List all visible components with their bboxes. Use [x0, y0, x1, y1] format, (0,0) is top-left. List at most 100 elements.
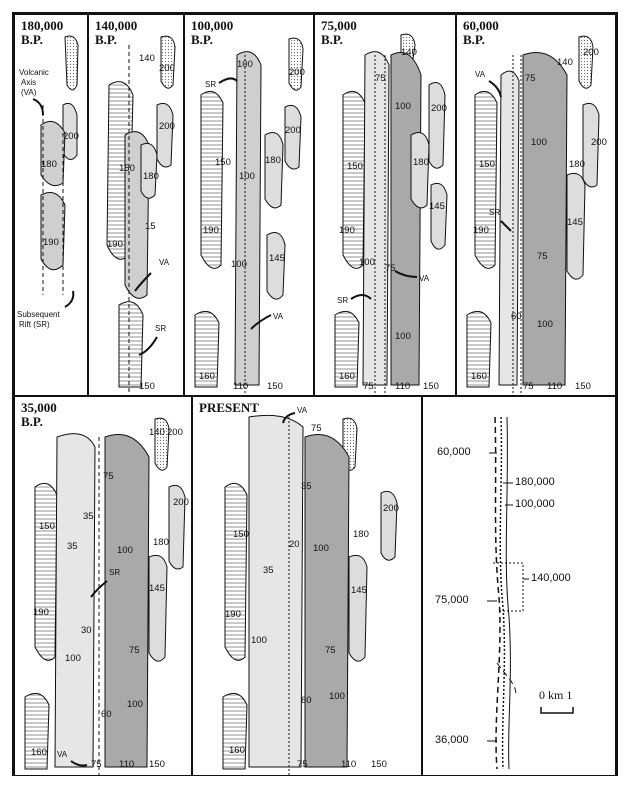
panel-diagram: 140 200 75 35 200 150 35 100 180 145 190…	[24, 417, 189, 775]
trace-label: 100,000	[515, 498, 555, 510]
scale-bar	[540, 707, 574, 714]
block-label: 100	[537, 319, 553, 330]
arrow-icon	[250, 314, 272, 330]
block-label: 75	[103, 471, 114, 482]
block-label: 75	[325, 645, 336, 656]
block-label: 150	[423, 381, 439, 392]
block-label: 200	[583, 47, 599, 58]
block-label: 75	[525, 73, 536, 84]
block-label: 145	[269, 253, 285, 264]
block-label: 100	[251, 635, 267, 646]
block-label: 35	[67, 541, 78, 552]
annotation-sr: SR	[155, 324, 166, 333]
block-label: 200	[431, 103, 447, 114]
rift-traces: 60,000 180,000 100,000 140,000 75,000 36…	[435, 416, 574, 770]
block-label: 200	[159, 63, 175, 74]
arrow-icon	[134, 272, 152, 292]
panel-diagram: 100 200 200 150 180 100 190 145 100 160 …	[194, 37, 305, 395]
block-label: 100	[239, 171, 255, 182]
block-label: 150	[139, 381, 155, 392]
arrow-icon	[282, 412, 296, 424]
arrow-icon	[500, 220, 512, 232]
block-label: 150	[39, 521, 55, 532]
block-label: 180	[569, 159, 585, 170]
block-label: 15	[145, 221, 156, 232]
block-label: 200	[159, 121, 175, 132]
block-label: 160	[339, 371, 355, 382]
block-label: 60	[101, 709, 112, 720]
block-label: 190	[225, 609, 241, 620]
block-label: 75	[385, 263, 396, 274]
block-label: 60	[301, 695, 312, 706]
block-label: 75	[523, 381, 534, 392]
block-label: 100	[359, 257, 375, 268]
panel-diagram: 200 180 190 Volcanic Axis (VA) Subsequen…	[17, 35, 79, 329]
block-label: 150	[149, 759, 165, 770]
block-label: 145	[351, 585, 367, 596]
block-label: 150	[267, 381, 283, 392]
block-label: 150	[233, 529, 249, 540]
block-label: 140	[139, 53, 155, 64]
block-label: 160	[229, 745, 245, 756]
trace-label: 36,000	[435, 734, 469, 746]
block-label: 160	[31, 747, 47, 758]
block-label: 100	[395, 101, 411, 112]
block-label: 35	[263, 565, 274, 576]
arrow-icon	[32, 98, 44, 116]
block-label: 75	[537, 251, 548, 262]
block-label: 190	[33, 607, 49, 618]
panel-diagram: 140 75 200 150 180 100 190 145 100 75 10…	[334, 33, 448, 395]
block-label: 75	[363, 381, 374, 392]
block-label: 200	[167, 427, 183, 438]
block-label: 100	[127, 699, 143, 710]
block-label: 200	[289, 67, 305, 78]
block-label: 100	[329, 691, 345, 702]
block-label: 180	[413, 157, 429, 168]
panel-diagram: 75 35 200 150 100 180 20 35 145 190 100 …	[222, 406, 399, 775]
block-label: 180	[265, 155, 281, 166]
trace-label: 180,000	[515, 476, 555, 488]
block-label: 75	[91, 759, 102, 770]
panel-present: PRESENT 75 35 200 150 100 180 20 35 145 …	[192, 396, 422, 776]
block-label: 150	[119, 163, 135, 174]
block-label: 180	[143, 171, 159, 182]
block-label: 30	[81, 625, 92, 636]
annotation-text: (VA)	[21, 88, 37, 97]
block-label: 100	[237, 59, 253, 70]
block-label: 110	[341, 759, 356, 770]
block-label: 200	[63, 131, 79, 142]
block-label: 145	[429, 201, 445, 212]
block-label: 180	[353, 529, 369, 540]
arrow-icon	[394, 270, 418, 278]
panel-summary: 60,000 180,000 100,000 140,000 75,000 36…	[422, 396, 616, 776]
block-label: 35	[301, 481, 312, 492]
trace-label: 75,000	[435, 594, 469, 606]
annotation-va: VA	[273, 312, 284, 321]
annotation-text: Axis	[21, 78, 36, 87]
block-label: 100	[531, 137, 547, 148]
arrow-icon	[350, 294, 372, 300]
block-label: 75	[129, 645, 140, 656]
scale-label: 0 km 1	[539, 688, 572, 702]
annotation-va: VA	[297, 406, 308, 415]
block-label: 20	[289, 539, 300, 550]
block-label: 110	[395, 381, 410, 392]
block-label: 60	[511, 311, 522, 322]
block	[64, 35, 79, 91]
arrow-icon	[70, 760, 88, 767]
annotation-va: VA	[57, 750, 68, 759]
block-label: 150	[479, 159, 495, 170]
block-label: 160	[199, 371, 215, 382]
block-label: 140	[401, 47, 417, 58]
arrow-icon	[138, 336, 158, 356]
